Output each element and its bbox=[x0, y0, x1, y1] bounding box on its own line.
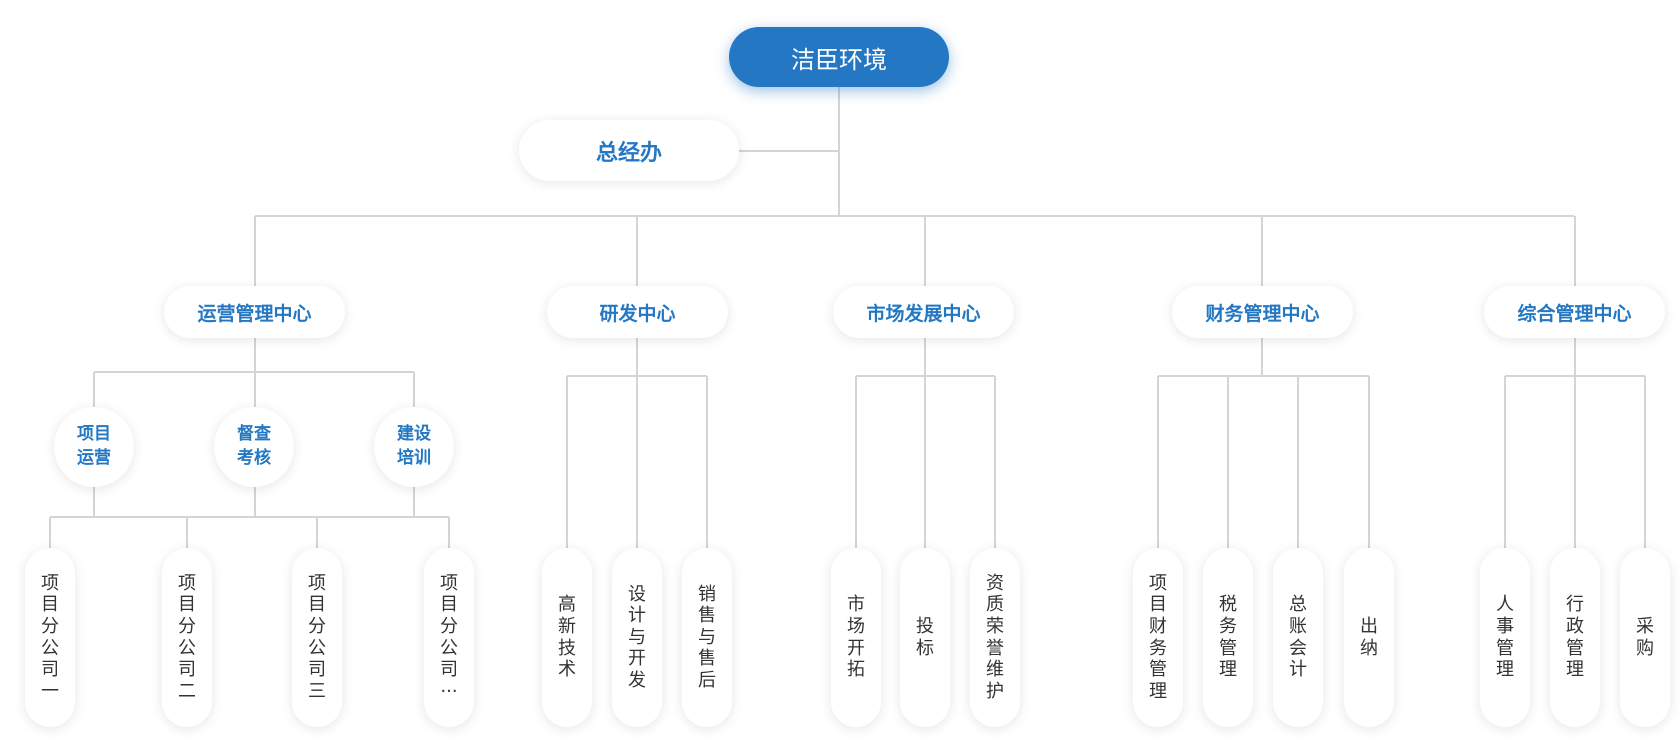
department-node: 总账会计 bbox=[1273, 548, 1323, 727]
department-node: 项目分公司二 bbox=[162, 548, 212, 727]
center-node-finance: 财务管理中心 bbox=[1172, 286, 1353, 338]
connector-admin bbox=[1504, 338, 1646, 548]
department-node: 税务管理 bbox=[1203, 548, 1253, 727]
connector-rd bbox=[566, 338, 708, 548]
subunit-node: 项目运营 bbox=[54, 407, 134, 487]
department-label: 销售与售后 bbox=[698, 583, 716, 691]
department-label: 采购 bbox=[1636, 615, 1654, 659]
office-node: 总经办 bbox=[519, 120, 739, 181]
department-node: 项目分公司··· bbox=[424, 548, 474, 727]
subunit-node: 建设培训 bbox=[374, 407, 454, 487]
department-label: 人事管理 bbox=[1496, 594, 1514, 681]
subunit-label: 项目运营 bbox=[76, 424, 111, 468]
department-node: 项目分公司三 bbox=[292, 548, 342, 727]
connector-market bbox=[855, 338, 996, 548]
root-node: 洁臣环境 bbox=[729, 27, 949, 87]
department-label: 项目分公司一 bbox=[41, 572, 59, 702]
connector-finance bbox=[1157, 338, 1370, 548]
department-label: 出纳 bbox=[1360, 615, 1378, 659]
department-node: 投标 bbox=[900, 548, 950, 727]
department-label: 行政管理 bbox=[1566, 594, 1584, 681]
department-node: 采购 bbox=[1620, 548, 1670, 727]
department-label: 市场开拓 bbox=[847, 594, 865, 681]
department-node: 项目分公司一 bbox=[25, 548, 75, 727]
department-node: 项目财务管理 bbox=[1133, 548, 1183, 727]
department-node: 行政管理 bbox=[1550, 548, 1600, 727]
department-label: 项目分公司二 bbox=[178, 572, 196, 702]
center-node-rd: 研发中心 bbox=[547, 286, 728, 338]
department-label: 设计与开发 bbox=[628, 583, 646, 691]
center-node-operations: 运营管理中心 bbox=[164, 286, 345, 338]
department-label: 投标 bbox=[916, 615, 934, 659]
department-label: 项目财务管理 bbox=[1149, 572, 1167, 702]
department-label: 项目分公司三 bbox=[308, 572, 326, 702]
department-node: 市场开拓 bbox=[831, 548, 881, 727]
department-label: 资质荣誉维护 bbox=[986, 572, 1004, 702]
department-label: 高新技术 bbox=[558, 594, 576, 681]
subunit-label: 督查考核 bbox=[236, 424, 271, 468]
center-node-market: 市场发展中心 bbox=[833, 286, 1014, 338]
connector-centers bbox=[254, 215, 1576, 286]
department-label: 总账会计 bbox=[1289, 594, 1307, 681]
department-node: 出纳 bbox=[1344, 548, 1394, 727]
department-node: 资质荣誉维护 bbox=[970, 548, 1020, 727]
department-node: 设计与开发 bbox=[612, 548, 662, 727]
subunit-label: 建设培训 bbox=[396, 424, 431, 468]
department-label: 税务管理 bbox=[1219, 594, 1237, 681]
connector-root bbox=[739, 87, 840, 216]
center-node-admin: 综合管理中心 bbox=[1484, 286, 1665, 338]
department-node: 人事管理 bbox=[1480, 548, 1530, 727]
subunit-node: 督查考核 bbox=[214, 407, 294, 487]
department-node: 销售与售后 bbox=[682, 548, 732, 727]
department-node: 高新技术 bbox=[542, 548, 592, 727]
department-label: 项目分公司··· bbox=[440, 572, 458, 702]
connector-ops bbox=[49, 338, 450, 548]
